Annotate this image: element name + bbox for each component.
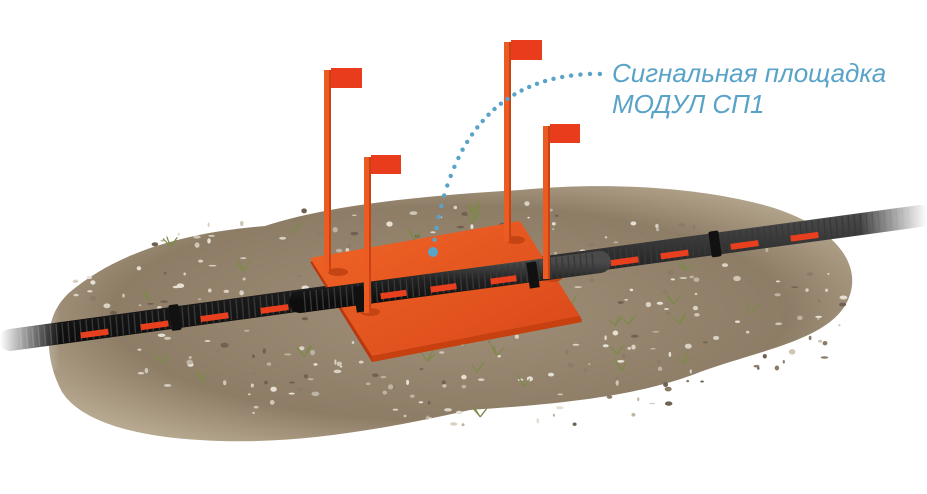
- flag-icon: [324, 68, 362, 272]
- callout-label: Сигнальная площадка МОДУЛ СП1: [612, 58, 886, 120]
- flag-icon: [364, 155, 401, 313]
- flag-icon: [504, 40, 542, 242]
- flag-poles: [324, 40, 580, 313]
- pebbles: [69, 201, 848, 427]
- grass-tufts: [142, 200, 759, 418]
- flag-icon: [543, 124, 580, 279]
- callout-dotted-line: [428, 71, 603, 257]
- callout-model: МОДУЛ СП1: [612, 89, 765, 119]
- callout-title: Сигнальная площадка: [612, 58, 887, 88]
- pipe-ribs-front: [303, 253, 595, 312]
